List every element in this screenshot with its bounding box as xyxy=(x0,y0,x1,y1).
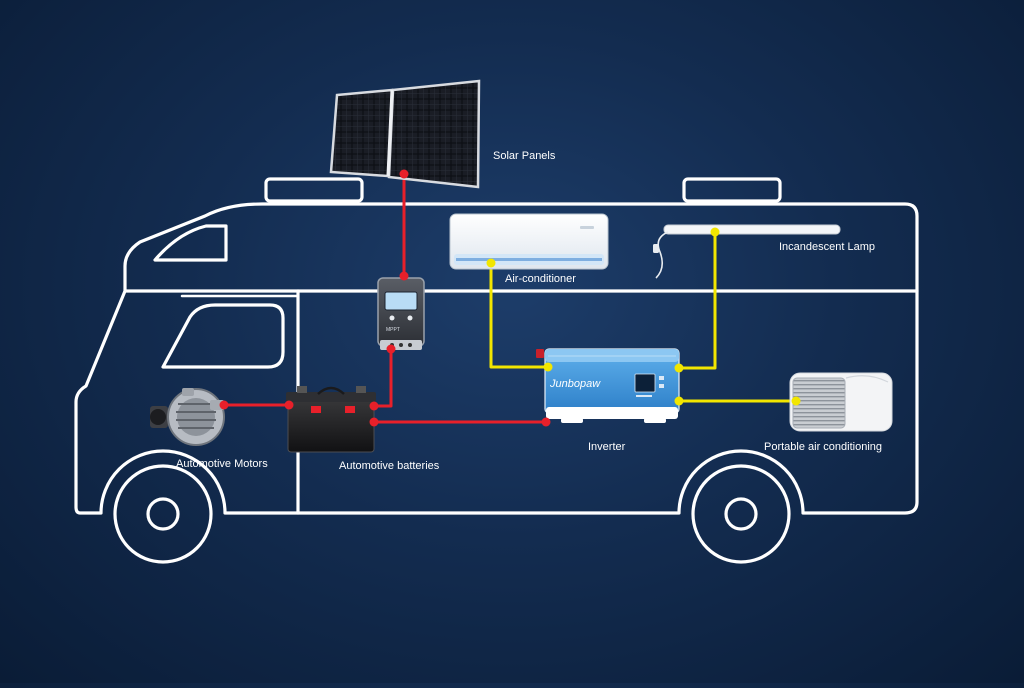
dc-connection-points xyxy=(219,169,551,427)
automotive-motor xyxy=(150,388,225,446)
label-automotive-batteries: Automotive batteries xyxy=(339,460,440,472)
wire-inverter-to-aircon xyxy=(489,263,548,369)
connection-dot xyxy=(543,362,553,372)
air-conditioner-unit xyxy=(449,213,609,270)
dc-wiring xyxy=(224,174,546,424)
connection-dot xyxy=(399,271,409,281)
mppt-controller: MPPT xyxy=(377,277,425,350)
connection-dot xyxy=(486,258,496,268)
wire-controller-to-battery xyxy=(374,349,393,408)
label-incandescent-lamp: Incandescent Lamp xyxy=(779,241,875,253)
solar-panel-left xyxy=(329,88,394,178)
incandescent-lamp xyxy=(653,224,841,279)
connection-dot xyxy=(284,400,294,410)
connection-dot xyxy=(674,363,684,373)
inverter-unit: Junbopaw xyxy=(536,348,680,423)
connection-dot xyxy=(791,396,801,406)
connection-dot xyxy=(386,344,396,354)
label-portable-air-conditioning: Portable air conditioning xyxy=(764,441,882,453)
connection-dot xyxy=(219,400,229,410)
connection-dot xyxy=(369,417,379,427)
label-inverter: Inverter xyxy=(588,441,626,453)
connection-dot xyxy=(399,169,409,179)
label-automotive-motors: Automotive Motors xyxy=(176,458,268,470)
label-solar-panels: Solar Panels xyxy=(493,150,556,162)
rv-outline xyxy=(74,177,919,564)
wire-inverter-to-lamp xyxy=(679,232,717,370)
connection-dot xyxy=(674,396,684,406)
ac-connection-points xyxy=(486,227,801,406)
controller-label: MPPT xyxy=(386,327,400,333)
portable-air-conditioner xyxy=(789,372,893,432)
inverter-brand: Junbopaw xyxy=(549,378,601,390)
connection-dot xyxy=(541,417,551,427)
connection-dot xyxy=(369,401,379,411)
ac-wiring xyxy=(489,232,796,403)
solar-panels xyxy=(329,79,481,189)
label-air-conditioner: Air-conditioner xyxy=(505,273,576,285)
automotive-battery xyxy=(286,386,376,453)
connection-dot xyxy=(710,227,720,237)
